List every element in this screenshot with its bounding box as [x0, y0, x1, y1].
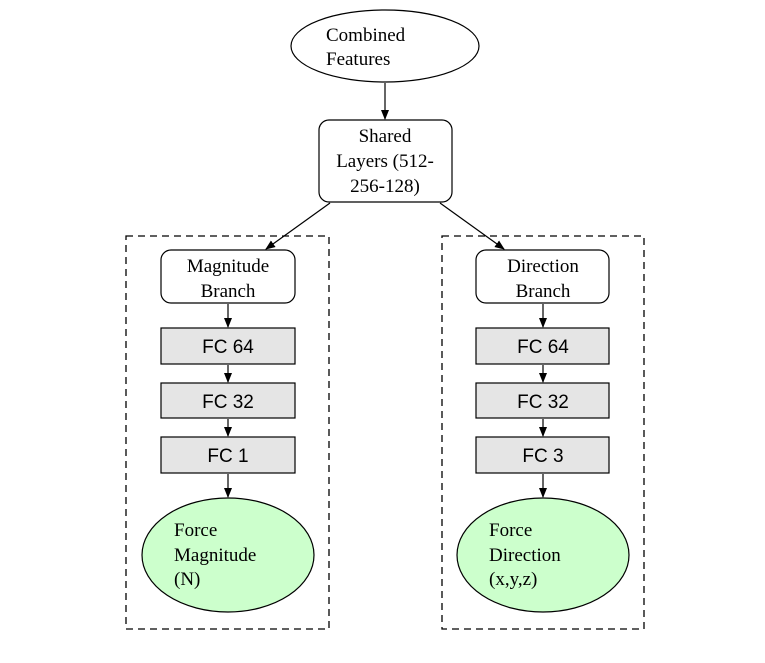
edge-shared-to-magnitude — [265, 202, 331, 250]
magnitude-fc-layer-1 — [160, 327, 296, 365]
magnitude-output-line-2: Magnitude — [174, 545, 256, 566]
input-node-line-1: Combined — [326, 25, 406, 46]
direction-output-line-3: (x,y,z) — [489, 569, 537, 590]
direction-fc-layer-1-label: FC 64 — [517, 337, 569, 358]
direction-fc-layer-3-label: FC 3 — [522, 446, 563, 467]
magnitude-fc-layer-2 — [160, 382, 296, 419]
direction-output-line-1: Force — [489, 520, 532, 541]
direction-branch-line-2: Branch — [516, 281, 571, 302]
direction-fc-layer-1 — [475, 327, 610, 365]
direction-output-line-2: Direction — [489, 545, 561, 566]
magnitude-fc-layer-3-label: FC 1 — [207, 446, 248, 467]
magnitude-fc-layer-2-label: FC 32 — [202, 392, 254, 413]
magnitude-branch-line-1: Magnitude — [187, 256, 269, 277]
magnitude-branch-line-2: Branch — [201, 281, 256, 302]
magnitude-output-line-1: Force — [174, 520, 217, 541]
shared-layers-node — [318, 119, 453, 203]
magnitude-branch-group — [125, 235, 330, 630]
shared-layers-line-2: Layers (512- — [336, 151, 434, 172]
direction-output-node — [456, 497, 630, 613]
magnitude-output-node — [141, 497, 315, 613]
direction-branch-line-1: Direction — [507, 256, 579, 277]
magnitude-output-line-3: (N) — [174, 569, 200, 590]
magnitude-branch-node — [160, 249, 296, 304]
shared-layers-line-3: 256-128) — [350, 176, 420, 197]
input-node — [290, 9, 480, 83]
direction-fc-layer-2 — [475, 382, 610, 419]
magnitude-fc-layer-3 — [160, 436, 296, 474]
edge-shared-to-direction — [439, 202, 505, 250]
magnitude-fc-layer-1-label: FC 64 — [202, 337, 254, 358]
shared-layers-line-1: Shared — [359, 126, 412, 147]
input-node-line-2: Features — [326, 49, 390, 70]
direction-fc-layer-2-label: FC 32 — [517, 392, 569, 413]
direction-branch-node — [475, 249, 610, 304]
direction-branch-group — [441, 235, 645, 630]
direction-fc-layer-3 — [475, 436, 610, 474]
